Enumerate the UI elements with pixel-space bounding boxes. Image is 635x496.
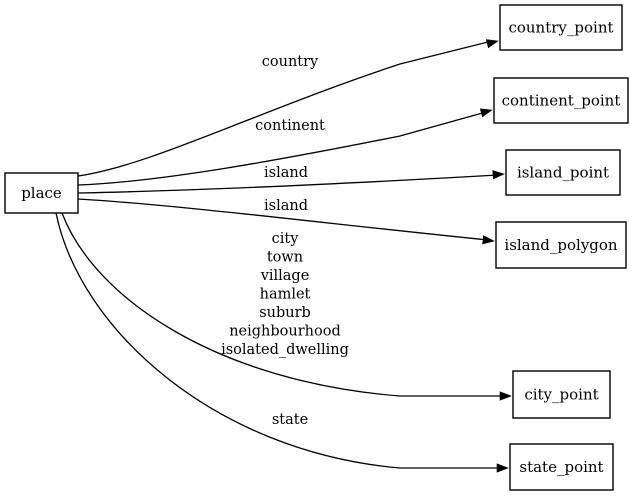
edge-label-line: isolated_dwelling [221,342,349,358]
edge-label-line: town [267,250,303,266]
node-label-country_point: country_point [508,19,613,37]
node-box [499,4,623,51]
edge-layer [55,37,512,473]
edge-place-to-island_point[interactable] [77,170,505,194]
node-label-place: place [21,184,62,202]
edge-label-city_point: city town village hamlet suburb neighbourhood… [221,231,349,358]
edge-arrowhead [499,391,512,401]
edge-place-to-continent_point[interactable] [77,106,493,186]
node-box [495,221,627,269]
edge-label-line: hamlet [260,287,311,303]
node-country_point[interactable]: country_point [499,4,623,51]
edge-line [77,174,499,194]
node-label-island_polygon: island_polygon [504,236,618,254]
edge-label-country_point: country [262,54,319,70]
edge-label-continent_point: continent [255,118,325,134]
edge-arrowhead [479,108,493,118]
edge-line [77,40,493,177]
edge-label-island_polygon: island [264,198,308,214]
node-layer: place country_point continent_point island_… [4,4,629,491]
node-box [505,149,621,196]
node-box [509,443,614,491]
edge-place-to-country_point[interactable] [77,37,499,177]
edge-arrowhead [485,39,499,49]
edge-line [61,212,505,397]
edge-label-layer: country continent island island city town vill… [221,54,349,428]
edge-place-to-island_polygon[interactable] [77,198,495,245]
edge-label-state_point: state [272,412,308,428]
edge-label-line: suburb [259,305,311,321]
node-box [512,370,611,419]
edge-place-to-state_point[interactable] [55,212,509,473]
node-label-continent_point: continent_point [502,92,621,110]
edge-label-line: village [260,268,310,284]
edge-line [77,111,487,186]
node-place[interactable]: place [4,172,79,214]
edge-label-island_point: island [264,165,308,181]
node-island_polygon[interactable]: island_polygon [495,221,627,269]
edge-label-line: neighbourhood [229,324,341,340]
edge-arrowhead [492,170,505,180]
edge-place-to-city_point[interactable] [61,212,512,401]
node-box [4,172,79,214]
node-label-city_point: city_point [524,386,598,404]
edge-line [77,198,489,241]
node-continent_point[interactable]: continent_point [493,77,629,124]
node-label-island_point: island_point [517,164,609,182]
node-island_point[interactable]: island_point [505,149,621,196]
edge-arrowhead [496,463,509,473]
node-label-state_point: state_point [519,458,603,476]
edge-label-line: city [272,231,300,247]
edge-arrowhead [482,235,495,245]
node-city_point[interactable]: city_point [512,370,611,419]
edge-line [55,212,502,469]
node-box [493,77,629,124]
node-state_point[interactable]: state_point [509,443,614,491]
